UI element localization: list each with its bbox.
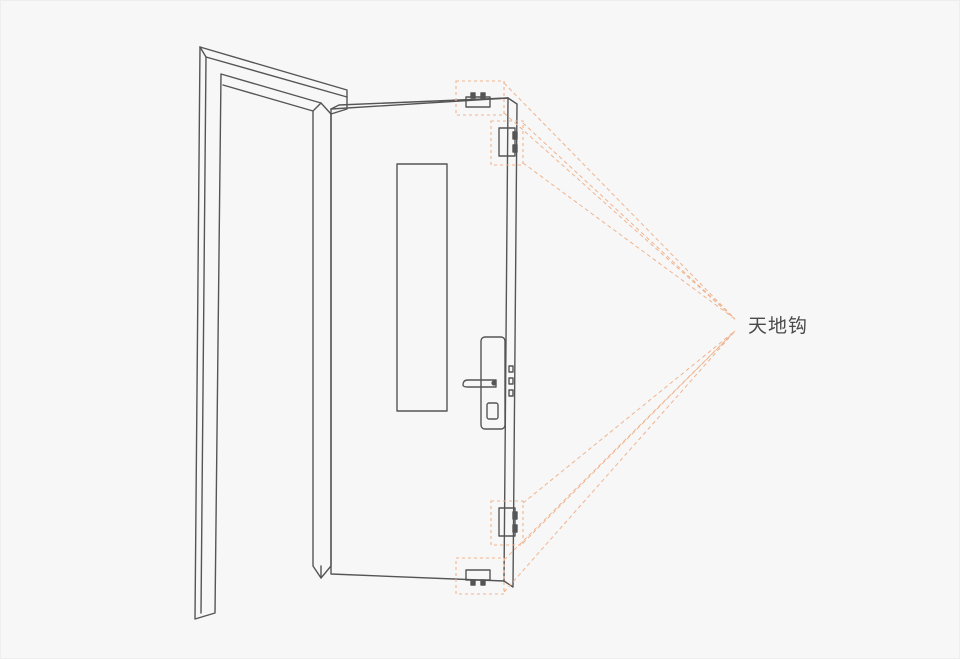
door-frame [194,46,348,620]
door-window [396,163,448,412]
highlight-upper-side-bolt [490,120,524,166]
highlight-top-latch [455,80,505,116]
highlight-boxes [455,80,524,595]
highlight-bottom-latch [455,557,505,595]
smart-lock [462,336,514,430]
top-latch [465,92,491,108]
bottom-latch [465,569,491,586]
leader-lines [503,82,736,593]
highlight-lower-side-bolt [490,500,524,546]
lower-side-bolt [498,507,518,537]
door-leaf [330,97,518,588]
callout-label: 天地钩 [748,315,809,337]
upper-side-bolt [498,127,518,157]
